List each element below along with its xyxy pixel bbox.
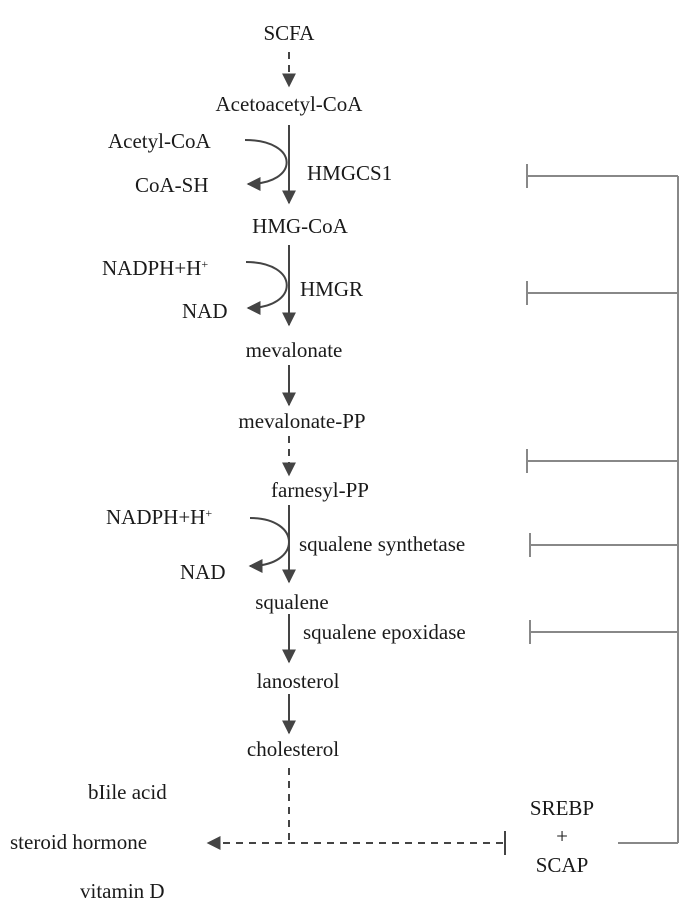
label-acetoacetyl-coa: Acetoacetyl-CoA	[216, 92, 364, 116]
label-scap: SCAP	[536, 853, 589, 877]
label-mevalonate-pp: mevalonate-PP	[238, 409, 365, 433]
label-vitamin-d: vitamin D	[80, 879, 165, 903]
label-nadph-1: NADPH+H+	[102, 256, 208, 280]
label-squalene: squalene	[255, 590, 328, 614]
label-mevalonate: mevalonate	[246, 338, 343, 362]
label-srebp: SREBP	[530, 796, 594, 820]
curve-acetyl-to-coash	[244, 139, 288, 191]
label-lanosterol: lanosterol	[257, 669, 340, 693]
label-coa-sh: CoA-SH	[135, 173, 209, 197]
curve-nadph-to-nad-1	[245, 261, 288, 315]
label-steroid-hormone: steroid hormone	[10, 830, 147, 854]
label-plus: +	[556, 824, 568, 848]
label-hmg-coa: HMG-CoA	[252, 214, 349, 238]
label-scfa: SCFA	[264, 21, 316, 45]
label-squalene-synthetase: squalene synthetase	[299, 532, 465, 556]
label-squalene-epoxidase: squalene epoxidase	[303, 620, 466, 644]
label-hmgcs1: HMGCS1	[307, 161, 392, 185]
curve-nadph-to-nad-2	[248, 517, 290, 573]
label-cholesterol: cholesterol	[247, 737, 339, 761]
label-nad-1: NAD	[182, 299, 228, 323]
label-nad-2: NAD	[180, 560, 226, 584]
label-hmgr: HMGR	[300, 277, 363, 301]
label-acetyl-coa: Acetyl-CoA	[108, 129, 211, 153]
label-farnesyl-pp: farnesyl-PP	[271, 478, 369, 502]
label-nadph-2: NADPH+H+	[106, 505, 212, 529]
label-bile-acid: bIile acid	[88, 780, 167, 804]
